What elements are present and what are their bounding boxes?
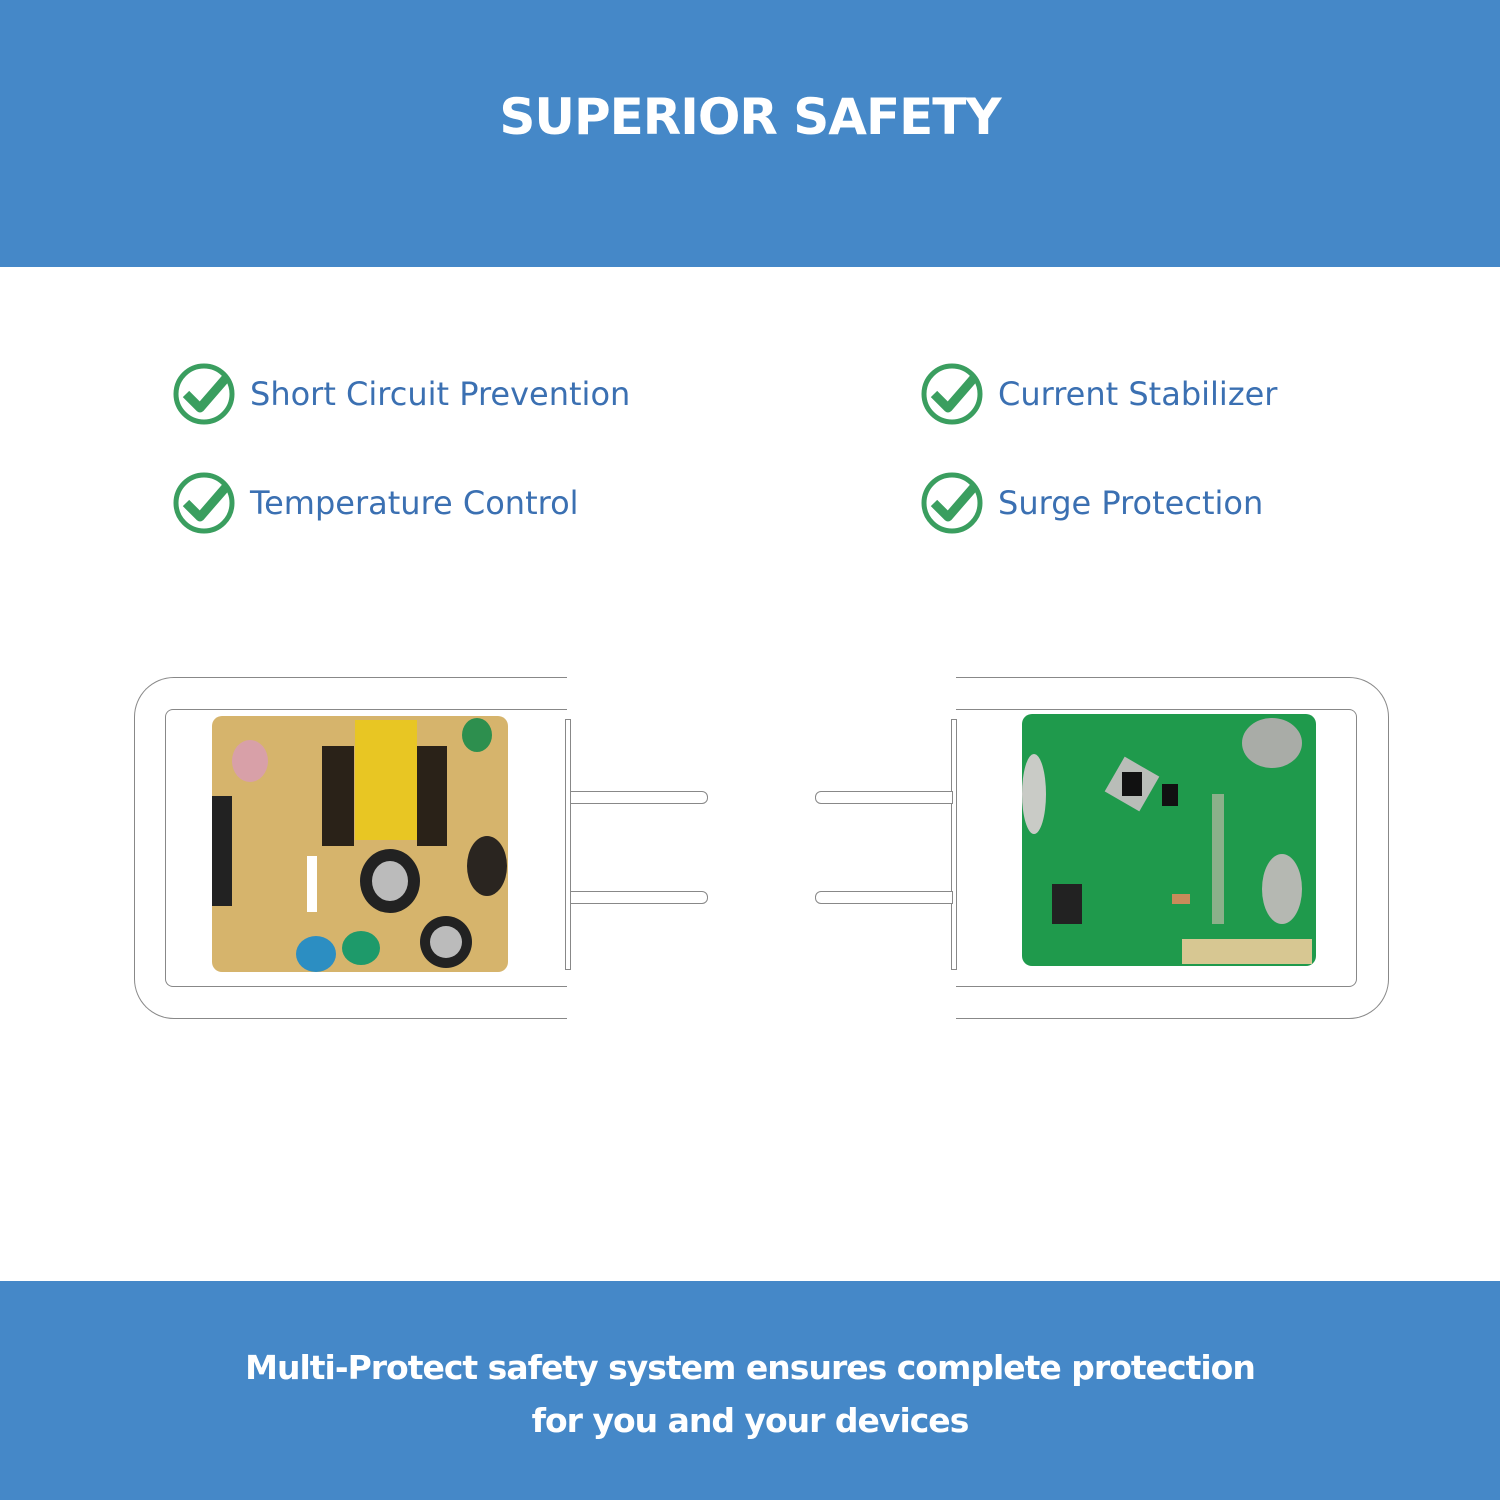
pcb-green (1022, 714, 1316, 966)
header-banner: SUPERIOR SAFETY (0, 0, 1500, 267)
footer-line-1: Multi-Protect safety system ensures comp… (245, 1348, 1256, 1387)
plug-prong (570, 791, 708, 804)
plug-prong (815, 791, 953, 804)
check-circle-icon (921, 363, 983, 425)
feature-short-circuit: Short Circuit Prevention (172, 362, 630, 426)
feature-label: Short Circuit Prevention (250, 375, 631, 413)
pcb-beige (212, 716, 508, 972)
plug-prong (815, 891, 953, 904)
check-circle-icon (921, 472, 983, 534)
feature-label: Current Stabilizer (998, 375, 1278, 413)
feature-label: Surge Protection (998, 484, 1264, 522)
footer-line-2: for you and your devices (531, 1401, 970, 1440)
check-circle-icon (173, 472, 235, 534)
feature-temperature-control: Temperature Control (172, 471, 579, 535)
feature-current-stabilizer: Current Stabilizer (920, 362, 1277, 426)
plug-prong (570, 891, 708, 904)
page-title: SUPERIOR SAFETY (499, 88, 1001, 146)
footer-banner: Multi-Protect safety system ensures comp… (0, 1281, 1500, 1500)
check-circle-icon (173, 363, 235, 425)
feature-label: Temperature Control (250, 484, 579, 522)
feature-surge-protection: Surge Protection (920, 471, 1263, 535)
